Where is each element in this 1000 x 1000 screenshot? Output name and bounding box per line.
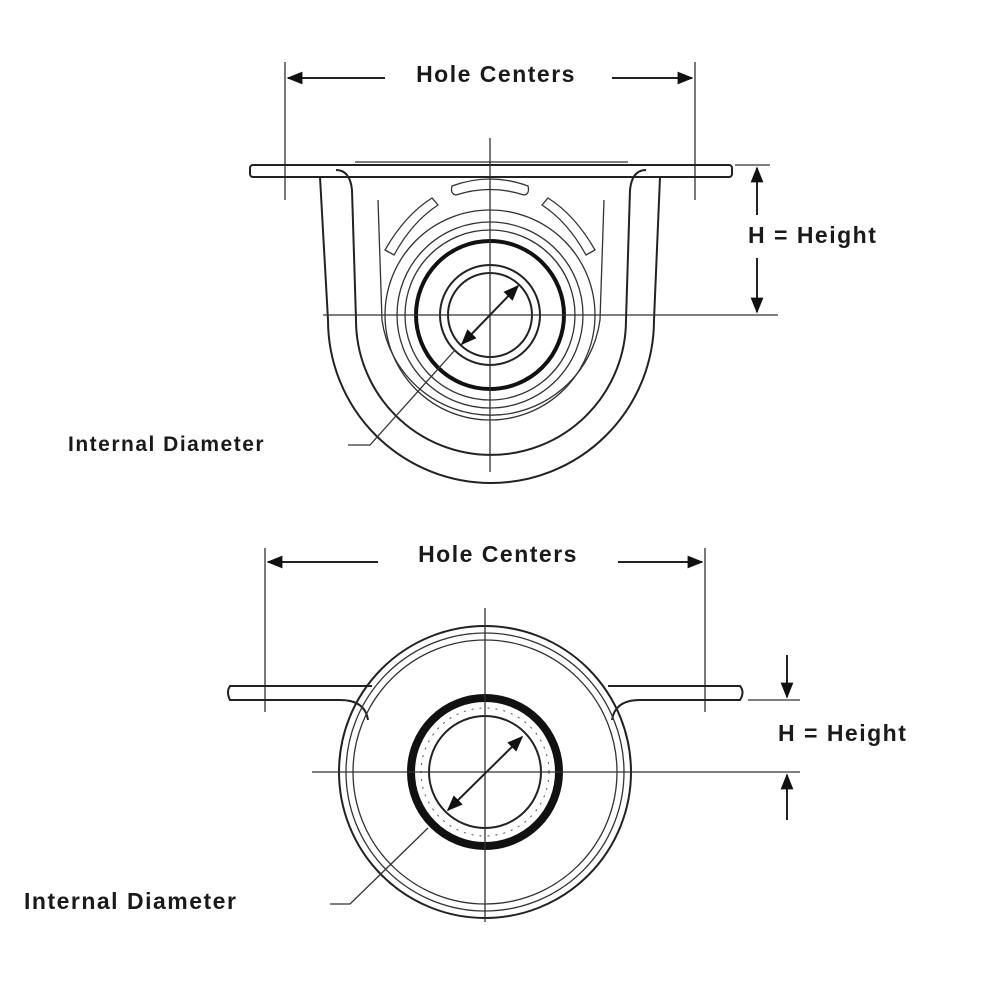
bracket-mid xyxy=(335,169,647,456)
hole-centers-label: Hole Centers xyxy=(416,61,576,87)
height-label: H = Height xyxy=(778,720,907,746)
internal-diameter-label: Internal Diameter xyxy=(24,888,237,914)
slot-left xyxy=(384,197,439,256)
height-label: H = Height xyxy=(748,222,877,248)
top-view: Hole Centers Internal Diameter H = Heigh… xyxy=(68,61,877,484)
mounting-flange xyxy=(249,164,733,178)
bottom-view: Hole Centers Internal Diameter H = Heigh… xyxy=(24,541,907,922)
internal-diameter-leader xyxy=(348,349,456,446)
internal-diameter-label: Internal Diameter xyxy=(68,433,265,456)
top-slot xyxy=(450,178,530,196)
slot-right xyxy=(541,197,596,256)
bracket-outer xyxy=(319,176,661,484)
internal-diameter-leader xyxy=(330,827,429,905)
internal-diameter-arrow xyxy=(446,735,524,812)
internal-diameter-arrow xyxy=(460,284,520,346)
hole-centers-label: Hole Centers xyxy=(418,541,578,567)
